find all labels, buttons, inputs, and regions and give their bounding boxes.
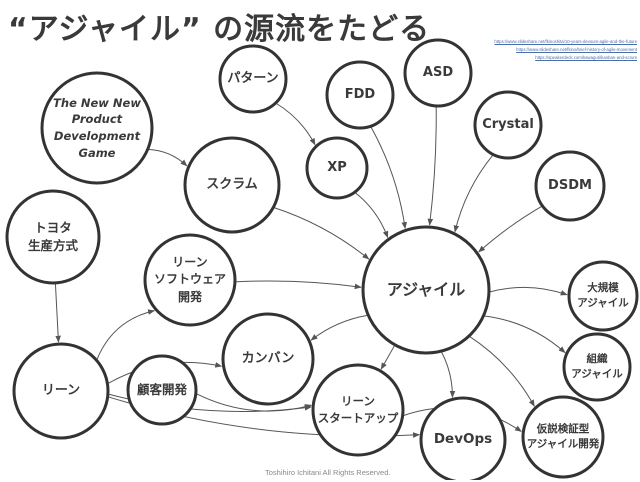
node-custdev-circle: [126, 354, 198, 426]
node-large-circle: [567, 260, 639, 332]
edge-agile-to-leanstartup: [380, 344, 396, 370]
node-scrum-circle: [183, 136, 281, 234]
edge-scrum-to-agile: [273, 206, 370, 260]
edge-fdd-to-agile: [370, 126, 408, 230]
node-toyota-circle: [5, 189, 101, 285]
node-xp-circle: [305, 136, 369, 200]
edge-leansw-to-agile: [234, 280, 362, 290]
edge-custdev-to-leanstartup: [195, 393, 312, 412]
node-kanban-circle: [221, 312, 315, 406]
edge-agile-to-hypo: [468, 335, 535, 407]
copyright-footer: Toshihiro Ichitani All Rights Reserved.: [265, 468, 391, 477]
node-asd-circle: [403, 38, 473, 108]
node-pattern-circle: [218, 44, 288, 114]
node-agile-circle: [361, 225, 491, 355]
node-leanstartup-circle: [311, 363, 405, 457]
node-nnpdg-circle: [40, 71, 154, 185]
edge-lean-to-leansw: [96, 309, 156, 361]
edge-agile-to-kanban: [310, 314, 369, 341]
edge-dsdm-to-agile: [478, 205, 543, 253]
edge-agile-to-large: [488, 286, 568, 296]
node-lean-circle: [12, 342, 110, 440]
edge-agile-to-org: [483, 315, 566, 354]
edge-toyota-to-lean: [54, 282, 61, 343]
node-leansw-circle: [143, 233, 237, 327]
node-dsdm-circle: [534, 150, 606, 222]
reference-link[interactable]: https://www.slideshare.net/fkino/brief-h…: [516, 47, 637, 52]
edge-asd-to-agile: [427, 105, 437, 226]
node-crystal-circle: [473, 90, 543, 160]
edge-crystal-to-agile: [453, 154, 494, 233]
node-fdd-circle: [325, 60, 395, 130]
edge-xp-to-agile: [354, 191, 389, 239]
edge-pattern-to-xp: [275, 102, 316, 146]
edge-nnpdg-to-scrum: [147, 148, 188, 167]
reference-links: https://www.slideshare.net/fkinoshita/10…: [494, 38, 637, 62]
reference-link[interactable]: https://speakerdeck.com/kawaguti/kanban-…: [535, 55, 637, 60]
node-org-circle: [562, 332, 632, 402]
node-hypo-circle: [521, 395, 605, 479]
reference-link[interactable]: https://www.slideshare.net/fkinoshita/10…: [494, 39, 637, 44]
node-devops-circle: [419, 396, 507, 480]
page-title: “アジャイル” の源流をたどる: [8, 12, 431, 47]
edge-agile-to-devops: [440, 350, 456, 398]
